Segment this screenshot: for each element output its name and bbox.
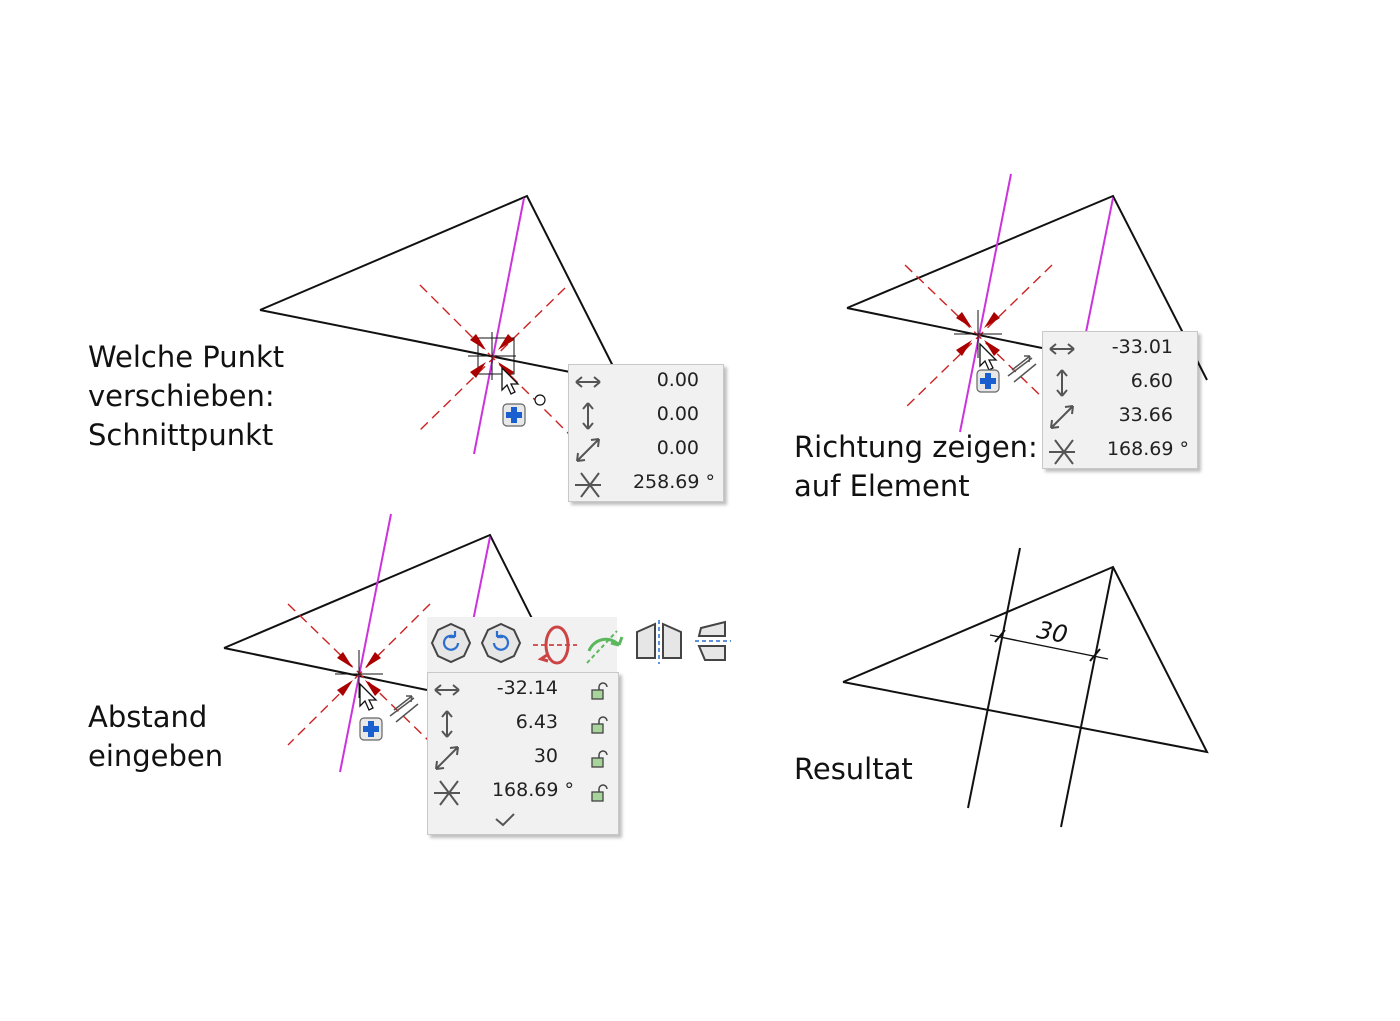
dy-row: 6.60 xyxy=(1043,366,1197,400)
triangle-outline xyxy=(259,194,621,381)
caption-line: verschieben: xyxy=(88,379,275,413)
magnifier-icon xyxy=(534,394,546,406)
lock-icon[interactable] xyxy=(590,750,608,768)
lock-icon[interactable] xyxy=(590,682,608,700)
horizontal-arrow-icon xyxy=(434,684,460,696)
triangle-base xyxy=(259,309,571,373)
direction-icon xyxy=(389,695,419,723)
dx-row: 0.00 xyxy=(569,365,723,399)
distance-row: 30 xyxy=(428,741,618,775)
parallel-line xyxy=(967,547,1021,809)
dy-value[interactable]: 6.43 xyxy=(515,711,558,733)
caption-step4: Resultat xyxy=(794,750,913,789)
angle-row: 168.69 ° xyxy=(428,775,618,809)
dy-value[interactable]: 6.60 xyxy=(1130,370,1173,392)
magenta-element-line xyxy=(959,173,1012,433)
magenta-element-line xyxy=(473,197,525,455)
angle-icon xyxy=(1049,439,1075,465)
angle-value[interactable]: 258.69 ° xyxy=(632,471,715,493)
caption-step3: Abstand eingeben xyxy=(88,698,223,776)
scene-1-pick-point xyxy=(259,194,621,455)
caption-line: Abstand xyxy=(88,700,208,734)
caption-step1: Welche Punkt verschieben: Schnittpunkt xyxy=(88,338,284,455)
transform-toolbar xyxy=(427,617,624,673)
diagonal-arrow-icon xyxy=(1050,405,1074,429)
magenta-element-line xyxy=(339,513,392,773)
caption-line: Welche Punkt xyxy=(88,340,285,374)
dx-row: -33.01 xyxy=(1043,332,1197,366)
angle-value[interactable]: 168.69 ° xyxy=(1106,438,1189,460)
dx-value[interactable]: -32.14 xyxy=(496,677,558,699)
caption-step2: Richtung zeigen: auf Element xyxy=(794,428,1038,506)
distance-value[interactable]: 33.66 xyxy=(1118,404,1173,426)
angle-row: 258.69 ° xyxy=(569,467,723,501)
caption-line: eingeben xyxy=(88,739,224,773)
snap-marker xyxy=(335,650,383,698)
distance-row: 33.66 xyxy=(1043,400,1197,434)
vertical-arrow-icon xyxy=(582,402,594,430)
vertical-arrow-icon xyxy=(441,710,453,738)
coordinate-panel-1: 0.00 0.00 0.00 258.69 ° xyxy=(568,364,724,502)
mirror-horizontal-icon[interactable] xyxy=(636,620,682,664)
diagonal-arrow-icon xyxy=(435,746,459,770)
dy-row: 6.43 xyxy=(428,707,618,741)
add-badge-icon xyxy=(502,403,526,427)
triangle-base xyxy=(223,647,428,691)
lock-icon[interactable] xyxy=(590,784,608,802)
angle-row: 168.69 ° xyxy=(1043,434,1197,468)
coordinate-panel-2: -33.01 6.60 33.66 168.69 ° xyxy=(1042,331,1198,469)
dimension-label: 30 xyxy=(1035,616,1070,649)
mirror-vertical-icon[interactable] xyxy=(695,620,731,661)
angle-value[interactable]: 168.69 ° xyxy=(491,779,574,801)
snap-marker xyxy=(954,310,1002,358)
add-badge-icon xyxy=(976,369,1000,393)
dimension-line xyxy=(989,634,1109,660)
triangle-outline xyxy=(846,194,1208,381)
dy-row: 0.00 xyxy=(569,399,723,433)
parallel-line xyxy=(1060,566,1114,828)
caption-line: Richtung zeigen: xyxy=(794,430,1038,464)
rotate-left-icon[interactable] xyxy=(429,621,473,665)
horizontal-arrow-icon xyxy=(575,376,601,388)
add-badge-icon xyxy=(359,717,383,741)
angle-icon xyxy=(575,472,601,498)
flip-vertical-axis-icon[interactable] xyxy=(533,621,577,665)
rotate-right-icon[interactable] xyxy=(479,621,523,665)
caption-line: Resultat xyxy=(794,752,913,786)
triangle-base xyxy=(846,307,1043,349)
checkmark-icon[interactable] xyxy=(493,811,517,829)
dx-row: -32.14 xyxy=(428,673,618,707)
scene-4-result: 30 xyxy=(842,547,1209,828)
caption-line: Schnittpunkt xyxy=(88,418,274,452)
dx-value[interactable]: 0.00 xyxy=(656,369,699,391)
horizontal-arrow-icon xyxy=(1049,343,1075,355)
diagonal-arrow-icon xyxy=(576,438,600,462)
dash-guide xyxy=(904,264,1046,401)
scene-2-show-direction xyxy=(846,173,1208,433)
dimension-tick xyxy=(1089,648,1101,662)
dy-value[interactable]: 0.00 xyxy=(656,403,699,425)
distance-value[interactable]: 0.00 xyxy=(656,437,699,459)
dx-value[interactable]: -33.01 xyxy=(1111,336,1173,358)
lock-icon[interactable] xyxy=(590,716,608,734)
caption-line: auf Element xyxy=(794,469,970,503)
coordinate-panel-3: -32.14 6.43 30 168.69 ° xyxy=(427,672,619,835)
distance-row: 0.00 xyxy=(569,433,723,467)
triangle-outline xyxy=(842,565,1209,754)
snap-marker xyxy=(468,332,516,380)
angle-icon xyxy=(434,780,460,806)
dimension-tick xyxy=(994,629,1006,643)
distance-value[interactable]: 30 xyxy=(533,745,558,767)
mirror-tools xyxy=(636,620,731,664)
vertical-arrow-icon xyxy=(1056,369,1068,397)
rotate-arc-icon[interactable] xyxy=(583,621,627,665)
